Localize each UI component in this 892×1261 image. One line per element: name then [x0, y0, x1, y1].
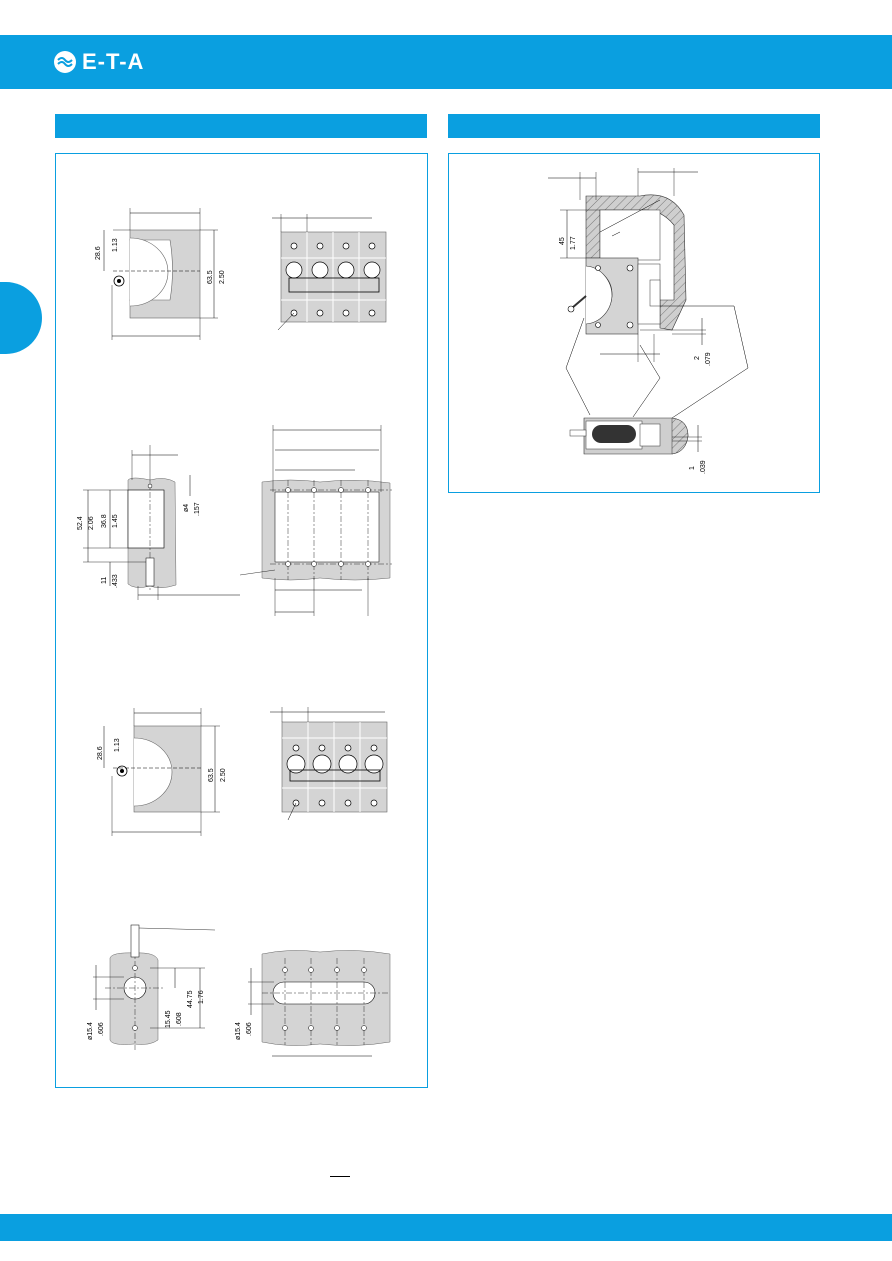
drawing-cutout-4pole — [239, 425, 392, 616]
brand-name: E-T-A — [82, 49, 145, 74]
dim-label: .079 — [705, 352, 712, 366]
footer-bar — [0, 1214, 892, 1241]
page-number-rule — [330, 1176, 350, 1177]
dim-label: 11 — [101, 577, 108, 584]
section-bar-left — [55, 114, 427, 138]
header-bar — [0, 35, 892, 89]
dim-label: 2.50 — [220, 768, 227, 782]
dim-label: .039 — [700, 460, 707, 474]
brand-logo: E-T-A — [54, 50, 144, 74]
dim-label: 1.76 — [198, 990, 205, 1004]
drawing-4pole-view-2 — [270, 707, 388, 821]
dim-label: 1.13 — [114, 738, 121, 752]
drawing-cutout-single: 52.4 2.06 36.8 1.45 ø4 .157 11 .433 — [77, 445, 240, 600]
dim-label: 63.5 — [207, 270, 214, 284]
dim-label: 28.6 — [97, 746, 104, 760]
dim-label: 52.4 — [77, 516, 84, 530]
dim-label: 63.5 — [208, 768, 215, 782]
dim-label: .606 — [246, 1022, 253, 1036]
dim-label: 1.77 — [570, 236, 577, 250]
dim-label: 28.6 — [95, 246, 102, 260]
dim-label: 2.50 — [219, 270, 226, 284]
drawing-front-view-1: 28.6 1.13 63.5 2.50 — [95, 208, 226, 340]
drawing-installation-section: 45 1.77 2 .079 1 .039 — [548, 168, 749, 474]
dim-label: 44.75 — [187, 990, 194, 1008]
eta-logo-icon — [54, 51, 76, 73]
dim-label: 2 — [694, 356, 701, 360]
dim-label: 36.8 — [101, 514, 108, 528]
section-bar-right — [448, 114, 820, 138]
dim-label: .157 — [194, 502, 201, 516]
dim-label: .433 — [112, 574, 119, 588]
dim-label: ø15.4 — [87, 1022, 94, 1040]
dim-label: 2.06 — [88, 516, 95, 530]
dim-label: 1.13 — [112, 238, 119, 252]
dim-label: .608 — [176, 1012, 183, 1026]
drawing-cutout-round-4pole: ø15.4 .606 — [235, 950, 391, 1057]
dim-label: 1 — [689, 466, 696, 470]
drawing-front-view-2: 28.6 1.13 63.5 2.50 — [97, 708, 227, 836]
dim-label: 45 — [559, 237, 566, 245]
dim-label: ø4 — [183, 504, 190, 512]
dim-label: ø15.4 — [235, 1022, 242, 1040]
dim-label: .606 — [98, 1022, 105, 1036]
dim-label: 1.45 — [112, 514, 119, 528]
drawing-4pole-view-1 — [272, 214, 387, 331]
drawing-cutout-round-single: ø15.4 .606 15.45 .608 44.75 1.76 — [87, 924, 216, 1050]
dim-label: 15.45 — [165, 1010, 172, 1028]
